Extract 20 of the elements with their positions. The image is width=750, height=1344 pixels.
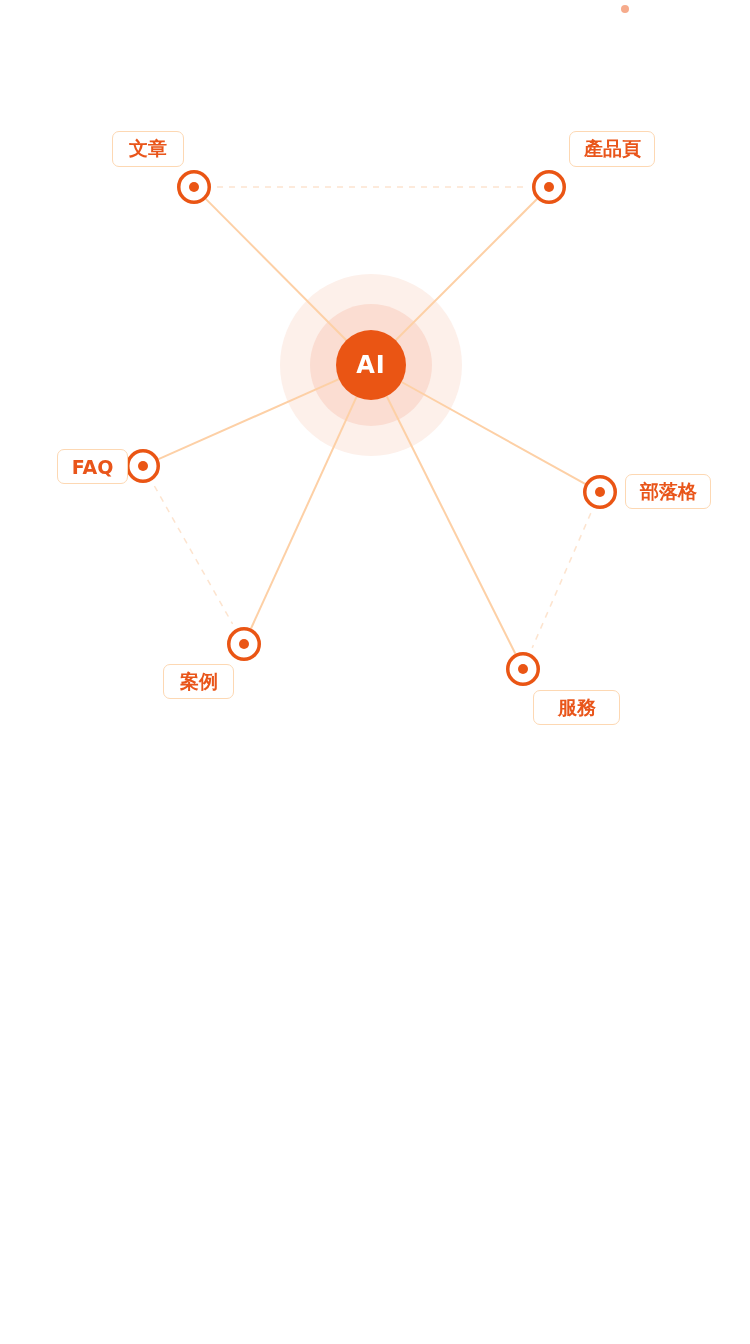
connector-line (385, 395, 517, 655)
ring-marker (506, 652, 540, 686)
label-tag: FAQ (57, 449, 128, 484)
connector-line (205, 198, 348, 342)
label-tag: 部落格 (625, 474, 711, 509)
dashed-line (531, 512, 592, 649)
connector-line (400, 381, 587, 485)
dashed-line (153, 485, 234, 625)
connector-line (157, 378, 340, 461)
ring-marker (532, 170, 566, 204)
label-tag: 服務 (533, 690, 620, 725)
ring-marker (126, 449, 160, 483)
ring-marker (177, 170, 211, 204)
ring-marker (583, 475, 617, 509)
label-tag: 案例 (163, 664, 234, 699)
ring-marker (227, 627, 261, 661)
label-tag: 產品頁 (569, 131, 655, 167)
connector-line (250, 395, 358, 630)
label-tag: 文章 (112, 131, 184, 167)
connector-line (394, 198, 538, 342)
